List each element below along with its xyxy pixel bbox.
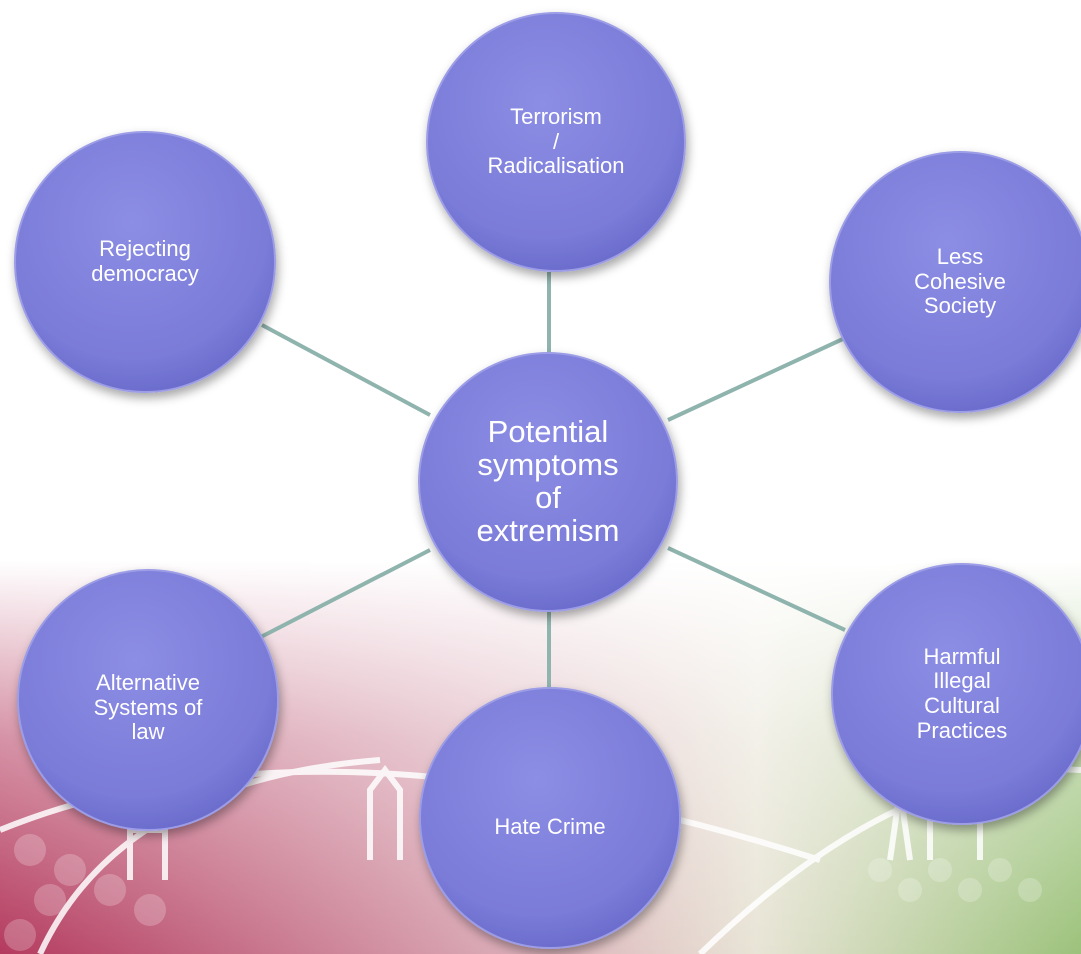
node-harmful-illegal-cultural-practices: [831, 563, 1081, 825]
node-terrorism: [426, 12, 686, 272]
connector-less-cohesive-society: [667, 336, 846, 422]
label-line: of: [535, 480, 561, 515]
label-line: democracy: [91, 261, 199, 286]
label-line: symptoms: [477, 447, 619, 483]
node-center-potential-symptoms: [418, 352, 678, 612]
label-line: Rejecting: [99, 236, 191, 262]
label-hate-crime: Hate Crime: [450, 737, 650, 917]
label-lines: Hate Crime: [494, 813, 606, 840]
connector-alternative-systems-of-law: [254, 548, 431, 642]
label-line: Alternative: [96, 670, 200, 696]
label-line: Terrorism: [510, 104, 602, 130]
connector-rejecting-democracy: [261, 323, 431, 417]
label-lines: Terrorism/Radicalisation: [487, 104, 625, 179]
node-less-cohesive-society: [829, 151, 1081, 413]
node-rejecting-democracy: [14, 131, 276, 393]
label-line: Practices: [916, 717, 1008, 743]
connector-harmful-illegal-cultural-practices: [667, 546, 846, 632]
label-terrorism: Terrorism/Radicalisation: [456, 52, 656, 232]
label-line: Less: [936, 244, 984, 270]
label-line: law: [131, 719, 165, 745]
label-line: Cultural: [924, 693, 1000, 718]
label-line: Systems of: [93, 694, 203, 720]
node-alternative-systems-of-law: [17, 569, 279, 831]
node-hate-crime: [419, 687, 681, 949]
label-line: Potential: [487, 414, 609, 450]
label-line: Harmful: [923, 643, 1001, 669]
label-line: /: [552, 128, 560, 154]
label-line: Cohesive: [914, 268, 1006, 294]
label-line: extremism: [476, 512, 620, 548]
label-line: Illegal: [933, 668, 991, 694]
label-line: Radicalisation: [487, 153, 625, 179]
label-line: Hate Crime: [494, 813, 606, 839]
label-line: Society: [923, 293, 997, 319]
